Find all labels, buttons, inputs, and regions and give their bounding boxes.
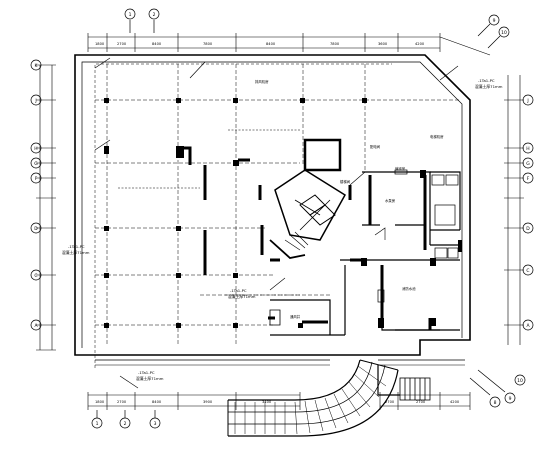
zone-label-4-code: -1Ta1-PC bbox=[138, 370, 155, 375]
equipment-blocks bbox=[269, 169, 459, 326]
dim-bottom-6: 2700 bbox=[385, 400, 395, 404]
dim-top-7: 3600 bbox=[378, 42, 388, 46]
axis-bottom-9: 9 bbox=[509, 396, 512, 402]
zone-label-3-code: -1Ta1-PC bbox=[230, 288, 247, 293]
zone-label-4-detail: 混凝土厚71mm bbox=[136, 376, 164, 381]
dim-top-2: 2700 bbox=[117, 42, 127, 46]
dim-bottom-4: 3900 bbox=[203, 400, 213, 404]
axis-left-a: A bbox=[34, 323, 38, 329]
axis-bubbles-left bbox=[30, 59, 42, 331]
zone-label-2-code: -1Ta1-PC bbox=[68, 244, 85, 249]
dim-bottom-1: 1800 bbox=[95, 400, 105, 404]
axis-right-g: G bbox=[526, 161, 530, 167]
dim-top-1: 1800 bbox=[95, 42, 105, 46]
dim-bottom-2: 2700 bbox=[117, 400, 127, 404]
dimension-lines-left bbox=[36, 64, 56, 351]
dimension-lines-right bbox=[504, 75, 524, 345]
axis-left-c: C bbox=[34, 273, 37, 279]
stair-bottom-right bbox=[377, 365, 431, 401]
axis-bottom-1: 1 bbox=[96, 421, 99, 427]
dim-bottom-3: 8400 bbox=[152, 400, 162, 404]
dim-bottom-5: 3400 bbox=[262, 400, 272, 404]
axis-top-1: 1 bbox=[129, 12, 132, 18]
outer-walls bbox=[74, 54, 471, 368]
dim-top-6: 7800 bbox=[330, 42, 340, 46]
room-labels: 排风机房 配电间 值班室 楼梯间 水泵房 消防水池 电梯机房 通风井 bbox=[255, 79, 444, 319]
axis-left-g: G bbox=[34, 161, 38, 167]
axis-bubble-left-text: K J H G F D C A bbox=[34, 63, 38, 329]
room-label-exhaust: 排风机房 bbox=[255, 79, 269, 84]
axis-right-j: J bbox=[526, 98, 528, 104]
axis-left-h: H bbox=[34, 146, 37, 152]
axis-bubble-right-text: J H G F D C A bbox=[526, 98, 530, 329]
axis-bottom-10: 10 bbox=[517, 378, 523, 384]
zone-label-1-code: -1Ta1-PC bbox=[478, 78, 495, 83]
axis-right-f: F bbox=[527, 176, 530, 182]
axis-right-d: D bbox=[526, 226, 530, 232]
axis-bubbles-bottom bbox=[91, 369, 526, 429]
room-label-stair: 楼梯间 bbox=[340, 179, 351, 184]
zone-label-1-detail: 混凝土厚71mm bbox=[475, 84, 503, 89]
elevator-core bbox=[269, 138, 347, 259]
axis-top-9: 9 bbox=[493, 18, 496, 24]
axis-bottom-2: 2 bbox=[124, 421, 127, 427]
axis-top-10: 10 bbox=[501, 30, 507, 36]
shear-walls bbox=[178, 146, 432, 330]
room-label-pool: 消防水池 bbox=[402, 286, 416, 291]
dimension-text-bottom: 1800 2700 8400 3900 3400 2700 2700 4200 bbox=[95, 400, 460, 404]
axis-bubble-top-text: 1 2 9 10 bbox=[129, 12, 507, 36]
curved-ramp bbox=[227, 359, 399, 437]
structural-columns bbox=[104, 98, 462, 328]
axis-left-d: D bbox=[34, 226, 38, 232]
service-rooms bbox=[270, 171, 461, 336]
axis-bubbles-top bbox=[124, 8, 510, 49]
dimension-lines-top bbox=[87, 33, 491, 56]
axis-right-c: C bbox=[526, 268, 529, 274]
room-label-shaft: 通风井 bbox=[290, 314, 301, 319]
room-label-lift: 电梯机房 bbox=[430, 134, 444, 139]
axis-right-h: H bbox=[526, 146, 529, 152]
dim-top-5: 8400 bbox=[266, 42, 276, 46]
axis-top-2: 2 bbox=[153, 12, 156, 18]
column-grid-lines bbox=[95, 64, 460, 345]
dimension-lines-bottom bbox=[87, 392, 471, 410]
axis-left-k: K bbox=[35, 63, 39, 69]
axis-bottom-8: 8 bbox=[494, 400, 497, 406]
dim-bottom-7: 2700 bbox=[416, 400, 426, 404]
dim-bottom-8: 4200 bbox=[450, 400, 460, 404]
axis-left-f: F bbox=[35, 176, 38, 182]
dim-top-8: 4200 bbox=[415, 42, 425, 46]
axis-bubble-bottom-text: 1 2 3 8 9 10 bbox=[96, 378, 523, 427]
axis-bottom-3: 3 bbox=[154, 421, 157, 427]
room-label-pump: 水泵房 bbox=[385, 198, 396, 203]
dim-top-4: 7800 bbox=[203, 42, 213, 46]
annotation-dashes bbox=[118, 129, 300, 296]
zone-label-2-detail: 混凝土厚71mm bbox=[62, 250, 90, 255]
zone-labels: -1Ta1-PC 混凝土厚71mm -1Ta1-PC 混凝土厚71mm -1Ta… bbox=[62, 78, 503, 381]
room-label-electrical: 配电间 bbox=[370, 144, 381, 149]
leader-lines bbox=[94, 57, 459, 389]
ramp-hatching bbox=[234, 365, 387, 435]
room-label-duty: 值班室 bbox=[395, 166, 406, 171]
zone-label-3-detail: 混凝土厚71mm bbox=[228, 294, 256, 299]
axis-left-j: J bbox=[34, 98, 36, 104]
dimension-text-top: 1800 2700 8400 7800 8400 7800 3600 4200 bbox=[95, 42, 425, 46]
axis-bubbles-right bbox=[522, 94, 534, 331]
axis-right-a: A bbox=[526, 323, 530, 329]
dim-top-3: 8400 bbox=[152, 42, 162, 46]
